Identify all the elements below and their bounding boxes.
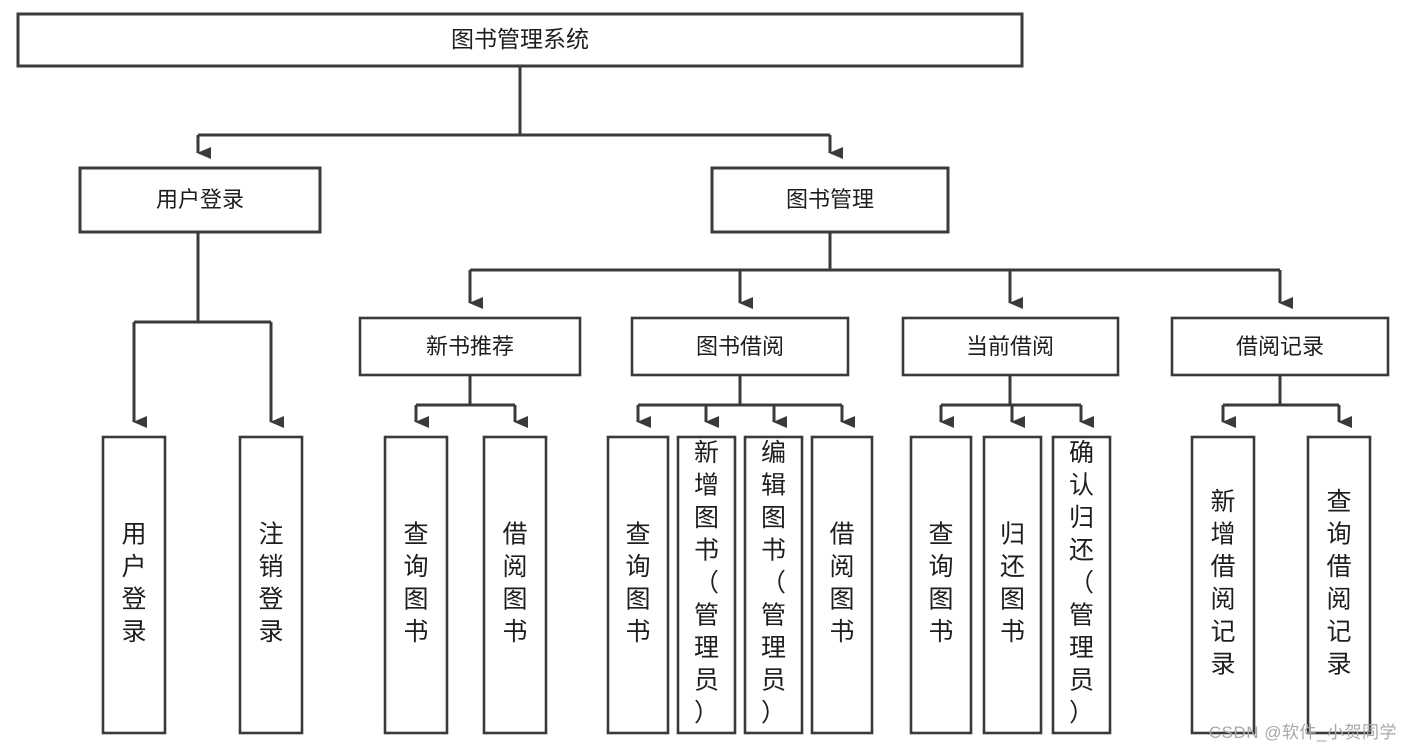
node-new-book-recommend-label: 新书推荐 xyxy=(426,334,514,359)
node-new-book-recommend[interactable]: 新书推荐 xyxy=(358,316,582,377)
leaf-node[interactable]: 确认归还（管理员） xyxy=(1051,435,1112,735)
leaf-node[interactable]: 查询图书 xyxy=(909,435,973,735)
leaf-node-label: 归还图书 xyxy=(1000,520,1025,646)
leaf-node-label: 用户登录 xyxy=(121,520,146,646)
leaf-node-label: 查询图书 xyxy=(625,520,650,646)
node-borrow-records[interactable]: 借阅记录 xyxy=(1170,316,1390,377)
leaf-node-label: 确认归还（管理员） xyxy=(1069,439,1094,727)
leaf-node-label: 新增图书（管理员） xyxy=(694,439,719,727)
leaf-node-box[interactable] xyxy=(1051,435,1112,735)
node-book-borrow[interactable]: 图书借阅 xyxy=(630,316,850,377)
leaf-node[interactable]: 注销登录 xyxy=(238,435,304,735)
leaf-node-label: 查询图书 xyxy=(403,520,428,646)
leaf-node-box[interactable] xyxy=(238,435,304,735)
leaf-node[interactable]: 用户登录 xyxy=(101,435,167,735)
leaf-node-label: 查询借阅记录 xyxy=(1326,488,1351,679)
leaf-node-box[interactable] xyxy=(909,435,973,735)
node-root-box[interactable] xyxy=(16,12,1024,68)
node-book-borrow-label: 图书借阅 xyxy=(696,334,784,359)
leaf-node-label: 借阅图书 xyxy=(502,520,527,646)
leaf-node-box[interactable] xyxy=(982,435,1043,735)
node-root[interactable]: 图书管理系统 xyxy=(16,12,1024,68)
leaf-node-box[interactable] xyxy=(743,435,804,735)
leaf-node-box[interactable] xyxy=(1306,435,1372,735)
node-borrow-records-box[interactable] xyxy=(1170,316,1390,377)
leaf-node-box[interactable] xyxy=(1190,435,1256,735)
node-current-borrow-box[interactable] xyxy=(901,316,1120,377)
node-book-borrow-box[interactable] xyxy=(630,316,850,377)
node-borrow-records-label: 借阅记录 xyxy=(1236,334,1324,359)
leaf-node-layer: 用户登录 注销登录 查询图书 借阅图书 查询图书 新增图书（管理员） 编辑图书（管理员） 借阅… xyxy=(101,435,1372,735)
leaf-node-label: 注销登录 xyxy=(258,520,283,646)
leaf-node[interactable]: 归还图书 xyxy=(982,435,1043,735)
leaf-node[interactable]: 查询图书 xyxy=(383,435,449,735)
leaf-node-label: 新增借阅记录 xyxy=(1210,488,1235,679)
node-current-borrow[interactable]: 当前借阅 xyxy=(901,316,1120,377)
leaf-node-box[interactable] xyxy=(482,435,548,735)
node-user-login[interactable]: 用户登录 xyxy=(78,166,322,234)
leaf-node[interactable]: 借阅图书 xyxy=(482,435,548,735)
node-user-login-box[interactable] xyxy=(78,166,322,234)
node-book-management[interactable]: 图书管理 xyxy=(710,166,950,234)
leaf-node[interactable]: 新增图书（管理员） xyxy=(676,435,737,735)
leaf-node[interactable]: 查询借阅记录 xyxy=(1306,435,1372,735)
leaf-node[interactable]: 借阅图书 xyxy=(810,435,874,735)
leaf-node[interactable]: 新增借阅记录 xyxy=(1190,435,1256,735)
leaf-node-box[interactable] xyxy=(101,435,167,735)
node-user-login-label: 用户登录 xyxy=(156,187,244,212)
node-book-management-label: 图书管理 xyxy=(786,187,874,212)
node-book-management-box[interactable] xyxy=(710,166,950,234)
leaf-node-label: 借阅图书 xyxy=(829,520,854,646)
node-new-book-recommend-box[interactable] xyxy=(358,316,582,377)
leaf-node-label: 查询图书 xyxy=(928,520,953,646)
leaf-node-box[interactable] xyxy=(606,435,670,735)
node-root-label: 图书管理系统 xyxy=(451,26,589,52)
leaf-node[interactable]: 编辑图书（管理员） xyxy=(743,435,804,735)
connector-group xyxy=(132,66,1352,428)
node-current-borrow-label: 当前借阅 xyxy=(966,334,1054,359)
leaf-node-box[interactable] xyxy=(810,435,874,735)
leaf-node[interactable]: 查询图书 xyxy=(606,435,670,735)
leaf-node-box[interactable] xyxy=(383,435,449,735)
leaf-node-box[interactable] xyxy=(676,435,737,735)
leaf-node-label: 编辑图书（管理员） xyxy=(761,439,786,727)
